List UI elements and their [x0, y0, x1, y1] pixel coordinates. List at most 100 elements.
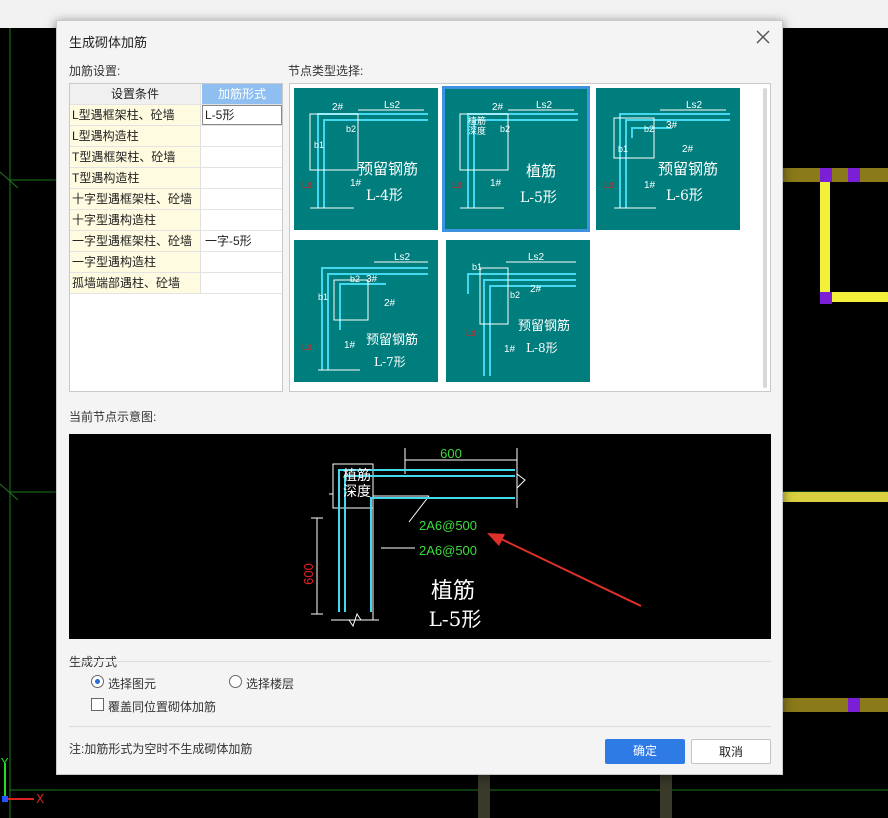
callout-arrow-head [487, 533, 505, 546]
node-tile-l6[interactable]: 3# 1# 2# Ls2 b1 b2 Ld 预留钢筋 L-6形 [596, 88, 740, 230]
svg-text:b2: b2 [644, 124, 654, 134]
svg-text:2A6@500: 2A6@500 [419, 518, 477, 533]
checkbox-overwrite-label[interactable]: 覆盖同位置砌体加筋 [108, 700, 217, 714]
svg-text:L-5形: L-5形 [429, 607, 482, 631]
svg-text:Ls2: Ls2 [686, 100, 703, 111]
ucs-axis-icon: Y X [0, 756, 44, 806]
footer-note: 注:加筋形式为空时不生成砌体加筋 [69, 742, 253, 756]
row-condition: 一字型遇框架柱、砼墙 [70, 231, 201, 251]
radio-select-element[interactable] [91, 675, 104, 688]
row-condition: 十字型遇框架柱、砼墙 [70, 189, 201, 209]
table-row[interactable]: 孤墙端部遇柱、砼墙 [70, 273, 282, 294]
svg-text:1#: 1# [490, 178, 502, 189]
row-form-input[interactable]: 一字-5形 [205, 234, 252, 248]
svg-text:植筋: 植筋 [526, 162, 556, 180]
svg-text:600: 600 [301, 563, 316, 585]
cancel-button[interactable]: 取消 [691, 739, 771, 764]
svg-text:b1: b1 [618, 144, 628, 154]
group-divider [69, 661, 771, 662]
svg-text:2#: 2# [492, 102, 504, 113]
svg-text:X: X [36, 792, 44, 806]
row-form-input[interactable] [202, 126, 282, 146]
row-condition: L型遇构造柱 [70, 126, 201, 146]
row-form-input[interactable] [202, 273, 282, 293]
node-type-label: 节点类型选择: [288, 64, 364, 78]
svg-text:深度: 深度 [468, 125, 486, 136]
svg-text:b1: b1 [472, 262, 482, 272]
generate-masonry-rebar-dialog: 生成砌体加筋 加筋设置: 节点类型选择: 设置条件 加筋形式 L型遇框架柱、砼墙… [56, 20, 783, 775]
svg-text:2#: 2# [530, 284, 542, 295]
svg-text:2#: 2# [384, 298, 396, 309]
row-condition: 一字型遇构造柱 [70, 252, 201, 272]
row-form-input[interactable] [202, 252, 282, 272]
svg-text:1#: 1# [344, 340, 356, 351]
radio-select-element-label[interactable]: 选择图元 [108, 677, 157, 691]
generation-mode-label: 生成方式 [69, 655, 118, 669]
svg-text:Ld: Ld [452, 180, 462, 190]
svg-text:3#: 3# [666, 120, 678, 131]
radio-select-floor-label[interactable]: 选择楼层 [246, 677, 295, 691]
callout-arrow [498, 537, 642, 607]
svg-text:b1: b1 [314, 140, 324, 150]
table-row[interactable]: T型遇框架柱、砼墙 [70, 147, 282, 168]
svg-text:3#: 3# [366, 274, 378, 285]
svg-text:植筋: 植筋 [468, 115, 486, 126]
ok-button[interactable]: 确定 [605, 739, 685, 764]
header-form[interactable]: 加筋形式 [202, 84, 282, 104]
svg-text:Ls2: Ls2 [394, 252, 411, 263]
gallery-scrollbar[interactable] [763, 88, 767, 388]
svg-text:预留钢筋: 预留钢筋 [358, 160, 418, 178]
svg-text:Y: Y [0, 756, 9, 770]
close-icon[interactable] [754, 28, 772, 46]
node-type-gallery: 2# 1# Ls2 b1 b2 Ld 预留钢筋 L-4形 [289, 83, 771, 392]
row-form-input[interactable] [202, 210, 282, 230]
svg-text:L-6形: L-6形 [666, 188, 703, 204]
row-condition: 十字型遇构造柱 [70, 210, 201, 230]
table-row[interactable]: 十字型遇构造柱 [70, 210, 282, 231]
svg-text:植筋: 植筋 [431, 579, 475, 604]
svg-text:预留钢筋: 预留钢筋 [658, 160, 718, 178]
node-tile-l7[interactable]: 3# 1# 2# Ls2 b1 b2 Ld 预留钢筋 L-7形 [294, 240, 438, 382]
node-tile-l5[interactable]: 2# 1# Ls2 植筋 深度 b2 Ld 植筋 L-5形 [442, 86, 590, 232]
node-tile-l4[interactable]: 2# 1# Ls2 b1 b2 Ld 预留钢筋 L-4形 [294, 88, 438, 230]
svg-text:1#: 1# [644, 180, 656, 191]
svg-text:Ls2: Ls2 [384, 100, 401, 111]
checkbox-overwrite[interactable] [91, 698, 104, 711]
svg-text:b2: b2 [346, 124, 356, 134]
settings-label: 加筋设置: [69, 64, 121, 78]
table-row[interactable]: L型遇框架柱、砼墙 L-5形 [70, 105, 282, 126]
svg-text:2A6@500: 2A6@500 [419, 543, 477, 558]
svg-text:Ls2: Ls2 [528, 252, 545, 263]
svg-text:Ld: Ld [604, 180, 614, 190]
row-condition: T型遇框架柱、砼墙 [70, 147, 201, 167]
row-form-input[interactable] [202, 147, 282, 167]
node-tile-l8[interactable]: 2# 1# Ls2 b1 b2 Ld 预留钢筋 L-8形 [446, 240, 590, 382]
radio-select-floor[interactable] [229, 675, 242, 688]
svg-text:1#: 1# [350, 178, 362, 189]
svg-text:深度: 深度 [343, 483, 371, 499]
settings-table: 设置条件 加筋形式 L型遇框架柱、砼墙 L-5形 L型遇构造柱 T型遇框架柱、砼… [69, 83, 283, 392]
row-form-input[interactable]: L-5形 [202, 105, 282, 125]
svg-text:b2: b2 [500, 124, 510, 134]
row-form-input[interactable] [202, 189, 282, 209]
svg-text:植筋: 植筋 [343, 467, 371, 483]
preview-label: 当前节点示意图: [69, 410, 157, 424]
table-row[interactable]: 十字型遇框架柱、砼墙 [70, 189, 282, 210]
svg-text:600: 600 [440, 446, 462, 461]
table-row[interactable]: T型遇构造柱 [70, 168, 282, 189]
row-condition: L型遇框架柱、砼墙 [70, 105, 201, 125]
svg-text:L-4形: L-4形 [366, 188, 403, 204]
svg-text:Ld: Ld [302, 342, 312, 352]
footer-divider [69, 726, 771, 727]
table-row[interactable]: L型遇构造柱 [70, 126, 282, 147]
dialog-title: 生成砌体加筋 [69, 35, 148, 50]
table-row[interactable]: 一字型遇框架柱、砼墙 一字-5形 [70, 231, 282, 252]
node-preview: 600 600 植筋 深度 2A6@500 2A6@500 植筋 L-5形 [69, 434, 771, 639]
row-form-input[interactable] [202, 168, 282, 188]
svg-text:b1: b1 [318, 292, 328, 302]
svg-text:2#: 2# [332, 102, 344, 113]
svg-text:2#: 2# [682, 144, 694, 155]
svg-text:Ls2: Ls2 [536, 100, 553, 111]
svg-text:预留钢筋: 预留钢筋 [518, 318, 570, 334]
table-row[interactable]: 一字型遇构造柱 [70, 252, 282, 273]
